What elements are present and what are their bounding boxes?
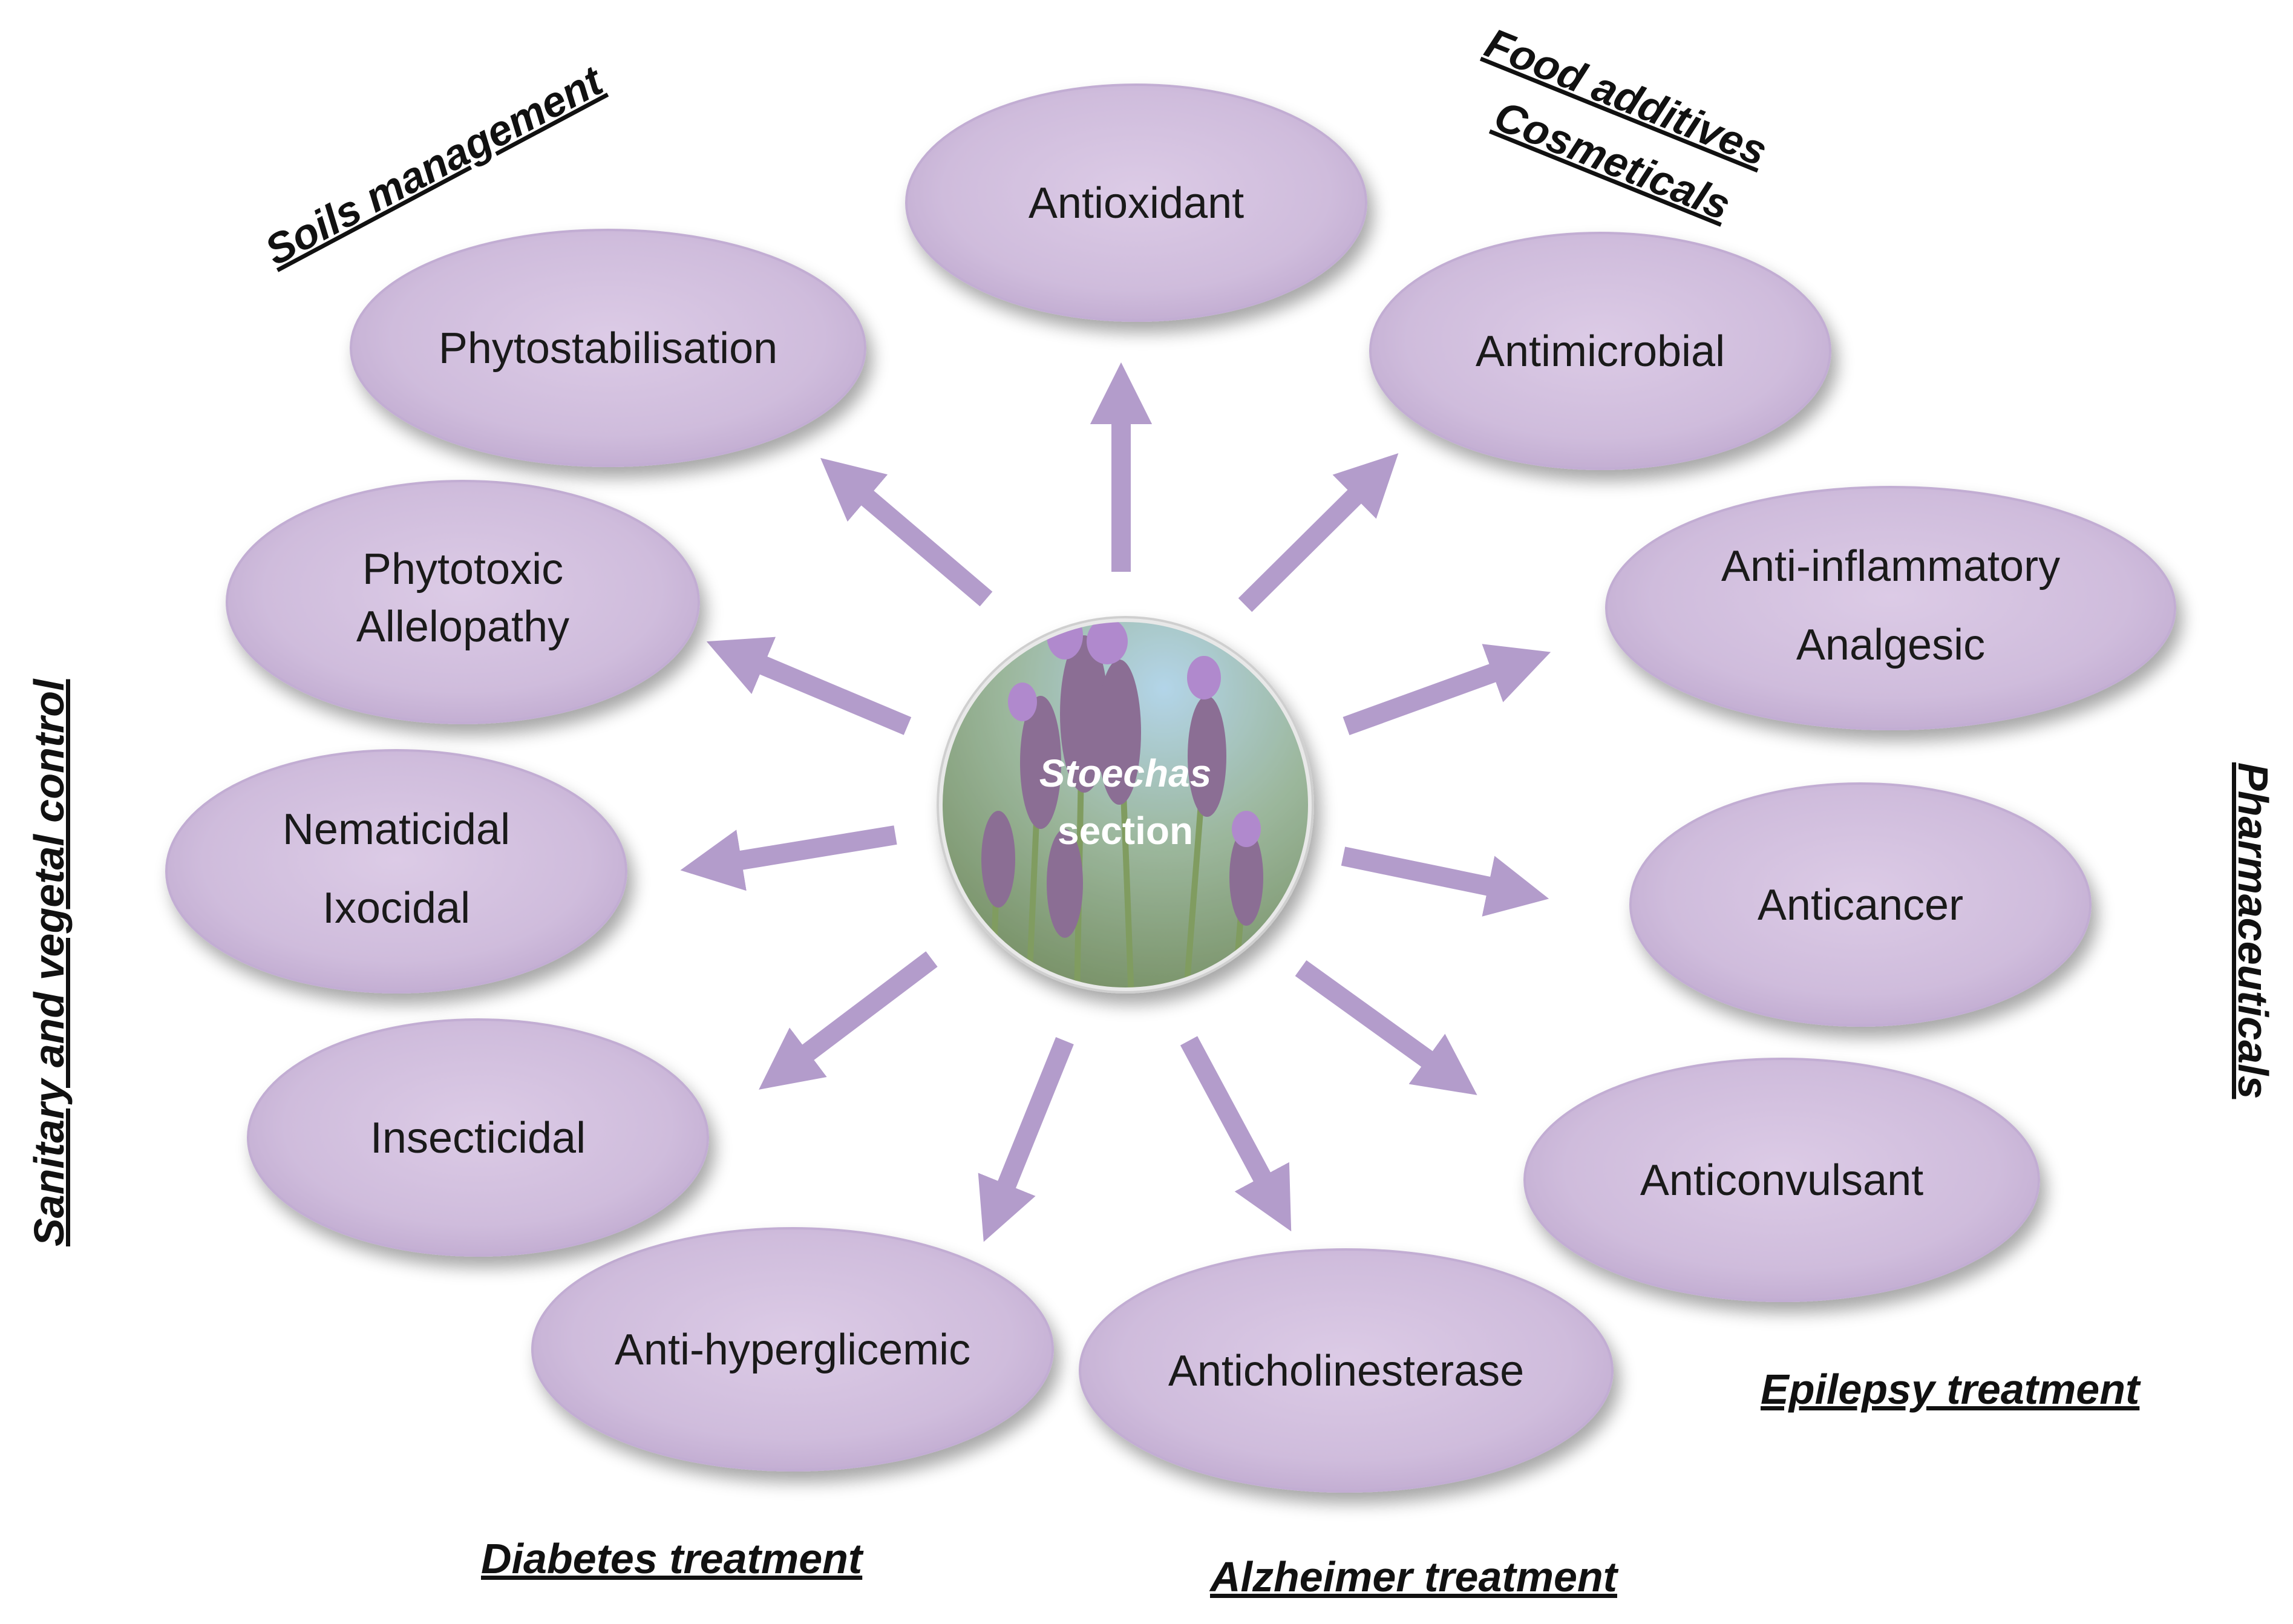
center-title-line2: section bbox=[1058, 809, 1193, 853]
node-label: Anticancer bbox=[1758, 881, 1963, 929]
node-label: Analgesic bbox=[1796, 621, 1985, 669]
arrow-to-antimicrobial bbox=[1238, 453, 1399, 612]
arrow-to-phytostabilisation bbox=[820, 457, 993, 607]
category-alzheimer-treatment: Alzheimer treatment bbox=[1209, 1553, 1619, 1600]
node-anticonvulsant: Anticonvulsant bbox=[1523, 1058, 2040, 1302]
node-nematicidal-ixocidal: Nematicidal Ixocidal bbox=[165, 749, 627, 994]
node-label: Allelopathy bbox=[356, 603, 569, 651]
node-label: Antioxidant bbox=[1029, 179, 1244, 228]
node-label: Anti-inflammatory bbox=[1721, 542, 2060, 591]
arrow-to-phytotoxic bbox=[706, 637, 912, 735]
node-label: Anticonvulsant bbox=[1640, 1156, 1923, 1205]
category-epilepsy-treatment: Epilepsy treatment bbox=[1761, 1366, 2141, 1413]
node-label: Anti-hyperglicemic bbox=[615, 1326, 970, 1374]
arrow-to-anti-inflammatory bbox=[1343, 644, 1551, 736]
node-label: Phytostabilisation bbox=[439, 324, 777, 373]
node-antioxidant: Antioxidant bbox=[905, 83, 1367, 322]
node-phytotoxic-allelopathy: Phytotoxic Allelopathy bbox=[226, 480, 700, 724]
node-anticholinesterase: Anticholinesterase bbox=[1079, 1248, 1614, 1493]
node-antimicrobial: Antimicrobial bbox=[1369, 232, 1831, 470]
node-label: Antimicrobial bbox=[1476, 327, 1725, 376]
node-anti-hyperglicemic: Anti-hyperglicemic bbox=[531, 1227, 1054, 1472]
node-label: Nematicidal bbox=[283, 805, 510, 854]
node-anticancer: Anticancer bbox=[1629, 782, 2092, 1027]
center-lavender-image: Stoechas section bbox=[937, 616, 1314, 994]
category-sanitary-vegetal-control: Sanitary and vegetal control bbox=[25, 678, 73, 1246]
node-anti-inflammatory-analgesic: Anti-inflammatory Analgesic bbox=[1605, 486, 2176, 730]
arrow-to-anticancer bbox=[1341, 846, 1549, 917]
category-pharmaceuticals: Pharmaceuticals bbox=[2229, 762, 2277, 1099]
node-label: Anticholinesterase bbox=[1168, 1347, 1524, 1395]
node-insecticidal: Insecticidal bbox=[247, 1018, 709, 1257]
arrow-to-anticholinesterase bbox=[1180, 1036, 1292, 1232]
center-title-line1: Stoechas bbox=[1039, 751, 1212, 795]
arrows bbox=[680, 362, 1551, 1242]
node-label: Phytotoxic bbox=[362, 545, 563, 594]
category-diabetes-treatment: Diabetes treatment bbox=[481, 1535, 864, 1582]
node-label: Insecticidal bbox=[370, 1114, 586, 1162]
activity-nodes: Antioxidant Antimicrobial Anti-inflammat… bbox=[165, 83, 2176, 1493]
node-phytostabilisation: Phytostabilisation bbox=[350, 229, 866, 467]
arrow-to-anticonvulsant bbox=[1295, 960, 1477, 1095]
arrow-to-anti-hyperglicemic bbox=[978, 1037, 1074, 1242]
arrow-to-insecticidal bbox=[759, 951, 938, 1090]
arrow-to-nematicidal bbox=[680, 825, 897, 891]
node-label: Ixocidal bbox=[322, 884, 470, 932]
